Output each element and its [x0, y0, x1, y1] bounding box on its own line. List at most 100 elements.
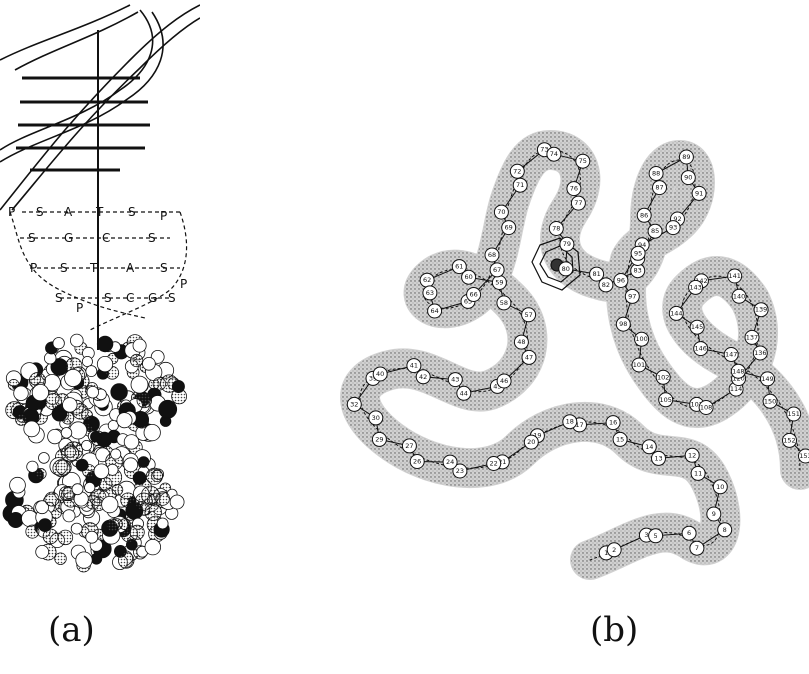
atom-sphere [138, 457, 149, 468]
residue-number: 153 [799, 452, 809, 460]
residue-number: 146 [694, 345, 706, 353]
atom-sphere [133, 339, 146, 352]
dna-letter: S [168, 291, 176, 305]
atom-sphere [55, 553, 67, 565]
atom-sphere [82, 410, 93, 421]
dna-letter: P [180, 277, 187, 291]
residue-number: 44 [460, 389, 468, 397]
residue-number: 83 [634, 267, 642, 275]
residue-number: 93 [669, 224, 677, 232]
residue-number: 43 [451, 376, 459, 384]
atom-sphere [118, 553, 134, 569]
atom-sphere [87, 386, 99, 398]
residue-number: 143 [689, 283, 701, 291]
atom-sphere [172, 380, 184, 392]
dna-letter: S [160, 261, 168, 275]
atom-sphere [85, 482, 95, 492]
residue-number: 95 [634, 249, 642, 257]
residue-number: 58 [500, 299, 508, 307]
atom-sphere [63, 398, 78, 413]
dna-figure-panel: P S A T S P S G C S P S T A S P S P S C … [0, 0, 200, 600]
atom-sphere [8, 512, 23, 527]
dna-letter: T [89, 261, 98, 275]
atom-sphere [131, 376, 148, 393]
atom-sphere [27, 461, 38, 472]
atom-sphere [143, 357, 156, 370]
atom-sphere [111, 449, 121, 459]
atom-sphere [58, 530, 73, 545]
caption-a: (a) [48, 610, 95, 650]
residue-number: 16 [609, 419, 617, 427]
atom-sphere [16, 414, 27, 425]
residue-number: 91 [695, 189, 703, 197]
atom-sphere [10, 477, 26, 493]
residue-number: 77 [574, 199, 582, 207]
atom-sphere [145, 539, 161, 555]
residue-number: 68 [488, 251, 496, 259]
residue-number: 27 [405, 442, 413, 450]
residue-number: 108 [700, 404, 712, 412]
residue-number: 23 [456, 467, 464, 475]
residue-number: 70 [497, 208, 505, 216]
atom-sphere [97, 336, 113, 352]
atom-sphere [130, 354, 142, 366]
residue-number: 64 [430, 307, 438, 315]
atom-sphere [141, 486, 159, 504]
residue-number: 2 [612, 546, 616, 554]
dna-letter: P [76, 301, 83, 315]
helix-ribbons [0, 5, 200, 210]
atom-sphere [70, 334, 83, 347]
residue-number: 20 [527, 438, 535, 446]
residue-number: 80 [562, 265, 570, 273]
atom-sphere [39, 453, 50, 464]
atom-sphere [91, 431, 102, 442]
residue-number: 41 [410, 362, 418, 370]
atom-sphere [36, 545, 49, 558]
dna-letter: S [36, 205, 44, 219]
residue-number: 141 [728, 272, 740, 280]
atom-sphere [157, 518, 168, 529]
residue-number: 29 [375, 435, 383, 443]
residue-number: 152 [783, 436, 795, 444]
atom-sphere [14, 386, 29, 401]
residue-number: 72 [513, 167, 521, 175]
atom-sphere [53, 338, 64, 349]
residue-number: 47 [525, 353, 533, 361]
residue-number: 18 [566, 418, 574, 426]
dna-letter: C [102, 231, 110, 245]
dna-letter: A [64, 205, 73, 219]
atom-sphere [133, 472, 146, 485]
atom-sphere [137, 393, 152, 408]
atom-sphere [117, 413, 132, 428]
atom-sphere [62, 445, 79, 462]
atom-sphere [111, 384, 128, 401]
residue-number: 30 [372, 414, 380, 422]
residue-number: 9 [712, 510, 716, 518]
residue-number: 100 [635, 335, 647, 343]
residue-number: 3 [644, 531, 648, 539]
residue-number: 137 [746, 333, 758, 341]
atom-sphere [159, 400, 177, 418]
atom-sphere [124, 458, 138, 472]
atom-sphere [86, 366, 97, 377]
residue-number: 148 [732, 367, 744, 375]
dna-letter: P [8, 205, 15, 219]
residue-number: 48 [517, 338, 525, 346]
atom-sphere [56, 460, 71, 475]
atom-sphere [102, 496, 118, 512]
residue-number: 144 [670, 309, 682, 317]
atom-sphere [72, 484, 83, 495]
residue-number: 69 [505, 224, 513, 232]
residue-number: 26 [413, 458, 421, 466]
residue-number: 147 [725, 351, 737, 359]
residue-number: 63 [426, 289, 434, 297]
residue-number: 75 [579, 157, 587, 165]
residue-number: 98 [619, 320, 627, 328]
residue-number: 78 [552, 225, 560, 233]
atom-sphere [71, 523, 82, 534]
residue-number: 60 [464, 273, 472, 281]
residue-number: 101 [633, 361, 645, 369]
residue-number: 57 [524, 311, 532, 319]
dna-helix-drawing: P S A T S P S G C S P S T A S P S P S C … [0, 0, 200, 600]
residue-number: 71 [516, 181, 524, 189]
